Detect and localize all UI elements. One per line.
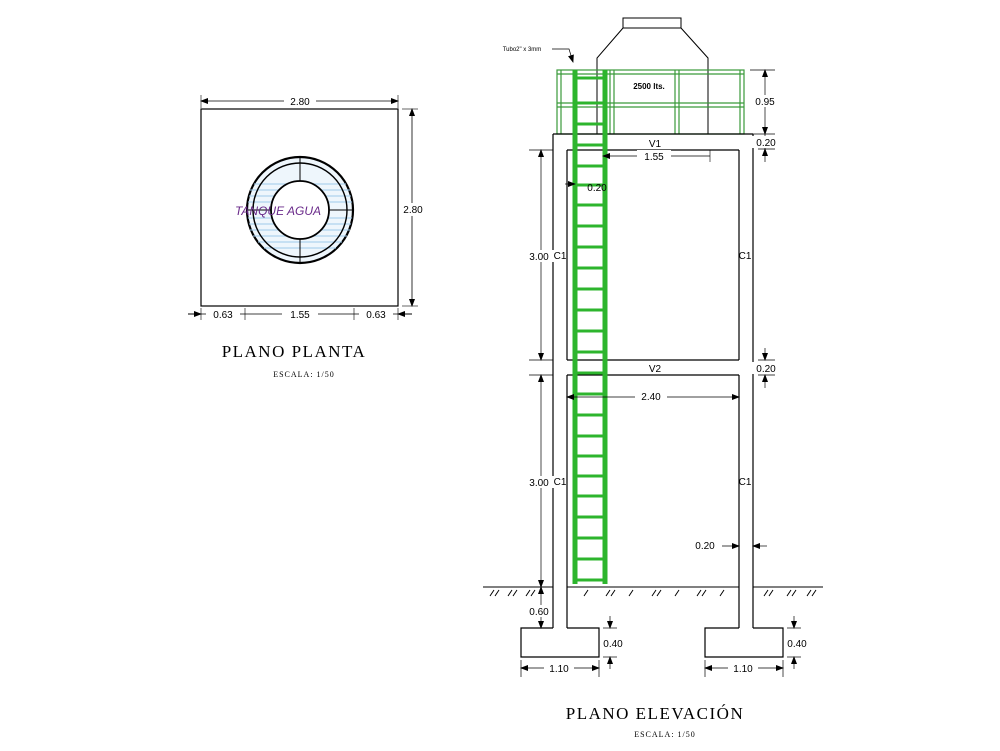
dim-railing-height: 0.95 (755, 97, 775, 108)
ground-line (483, 586, 823, 597)
plan-outline (200, 108, 399, 307)
tank-label: TANQUE AGUA (235, 204, 321, 218)
elevation-title: PLANO ELEVACIÓN (566, 704, 745, 723)
pipe-note: Tubo2" x 3mm (503, 47, 542, 53)
dim-depth: 0.60 (529, 607, 549, 618)
column-label-upper-left: C1 (554, 251, 567, 262)
elevation-scale: ESCALA: 1/50 (634, 730, 696, 739)
dim-span: 2.40 (641, 392, 661, 403)
dim-footing-height-right: 0.40 (787, 639, 807, 650)
column-label-lower-right: C1 (739, 477, 752, 488)
plan-dim-mid: 1.55 (290, 310, 310, 321)
tank-capacity: 2500 lts. (633, 82, 665, 91)
dim-lower-height: 3.00 (529, 478, 549, 489)
water-tank-plan: TANQUE AGUA (235, 155, 355, 265)
dim-upper-height: 3.00 (529, 252, 549, 263)
plan-view: 2.80 2.80 0.63 1.55 0.63 (188, 95, 427, 379)
elevation-view: 2500 lts. Tubo2" x 3mm (483, 17, 823, 739)
dim-ladder-gap: 0.20 (587, 183, 607, 194)
beam-v1-label: V1 (649, 139, 662, 150)
beam-v2-label: V2 (649, 364, 662, 375)
dim-slab-thickness: 0.20 (756, 138, 776, 149)
column-label-upper-right: C1 (739, 251, 752, 262)
plan-dim-left-off: 0.63 (213, 310, 233, 321)
dim-column-width: 0.20 (695, 541, 715, 552)
plan-title: PLANO PLANTA (222, 342, 367, 361)
column-label-lower-left: C1 (554, 477, 567, 488)
ladder (572, 70, 608, 584)
tank-elevation (596, 17, 709, 134)
dim-footing-height-left: 0.40 (603, 639, 623, 650)
dim-footing-width-left: 1.10 (549, 664, 569, 675)
plan-dim-right: 2.80 (403, 205, 423, 216)
dim-footing-width-right: 1.10 (733, 664, 753, 675)
dim-beam-height: 0.20 (756, 364, 776, 375)
plan-dim-right-off: 0.63 (366, 310, 386, 321)
plan-scale: ESCALA: 1/50 (273, 370, 335, 379)
plan-dim-top: 2.80 (290, 97, 310, 108)
dim-tank-width: 1.55 (644, 152, 664, 163)
